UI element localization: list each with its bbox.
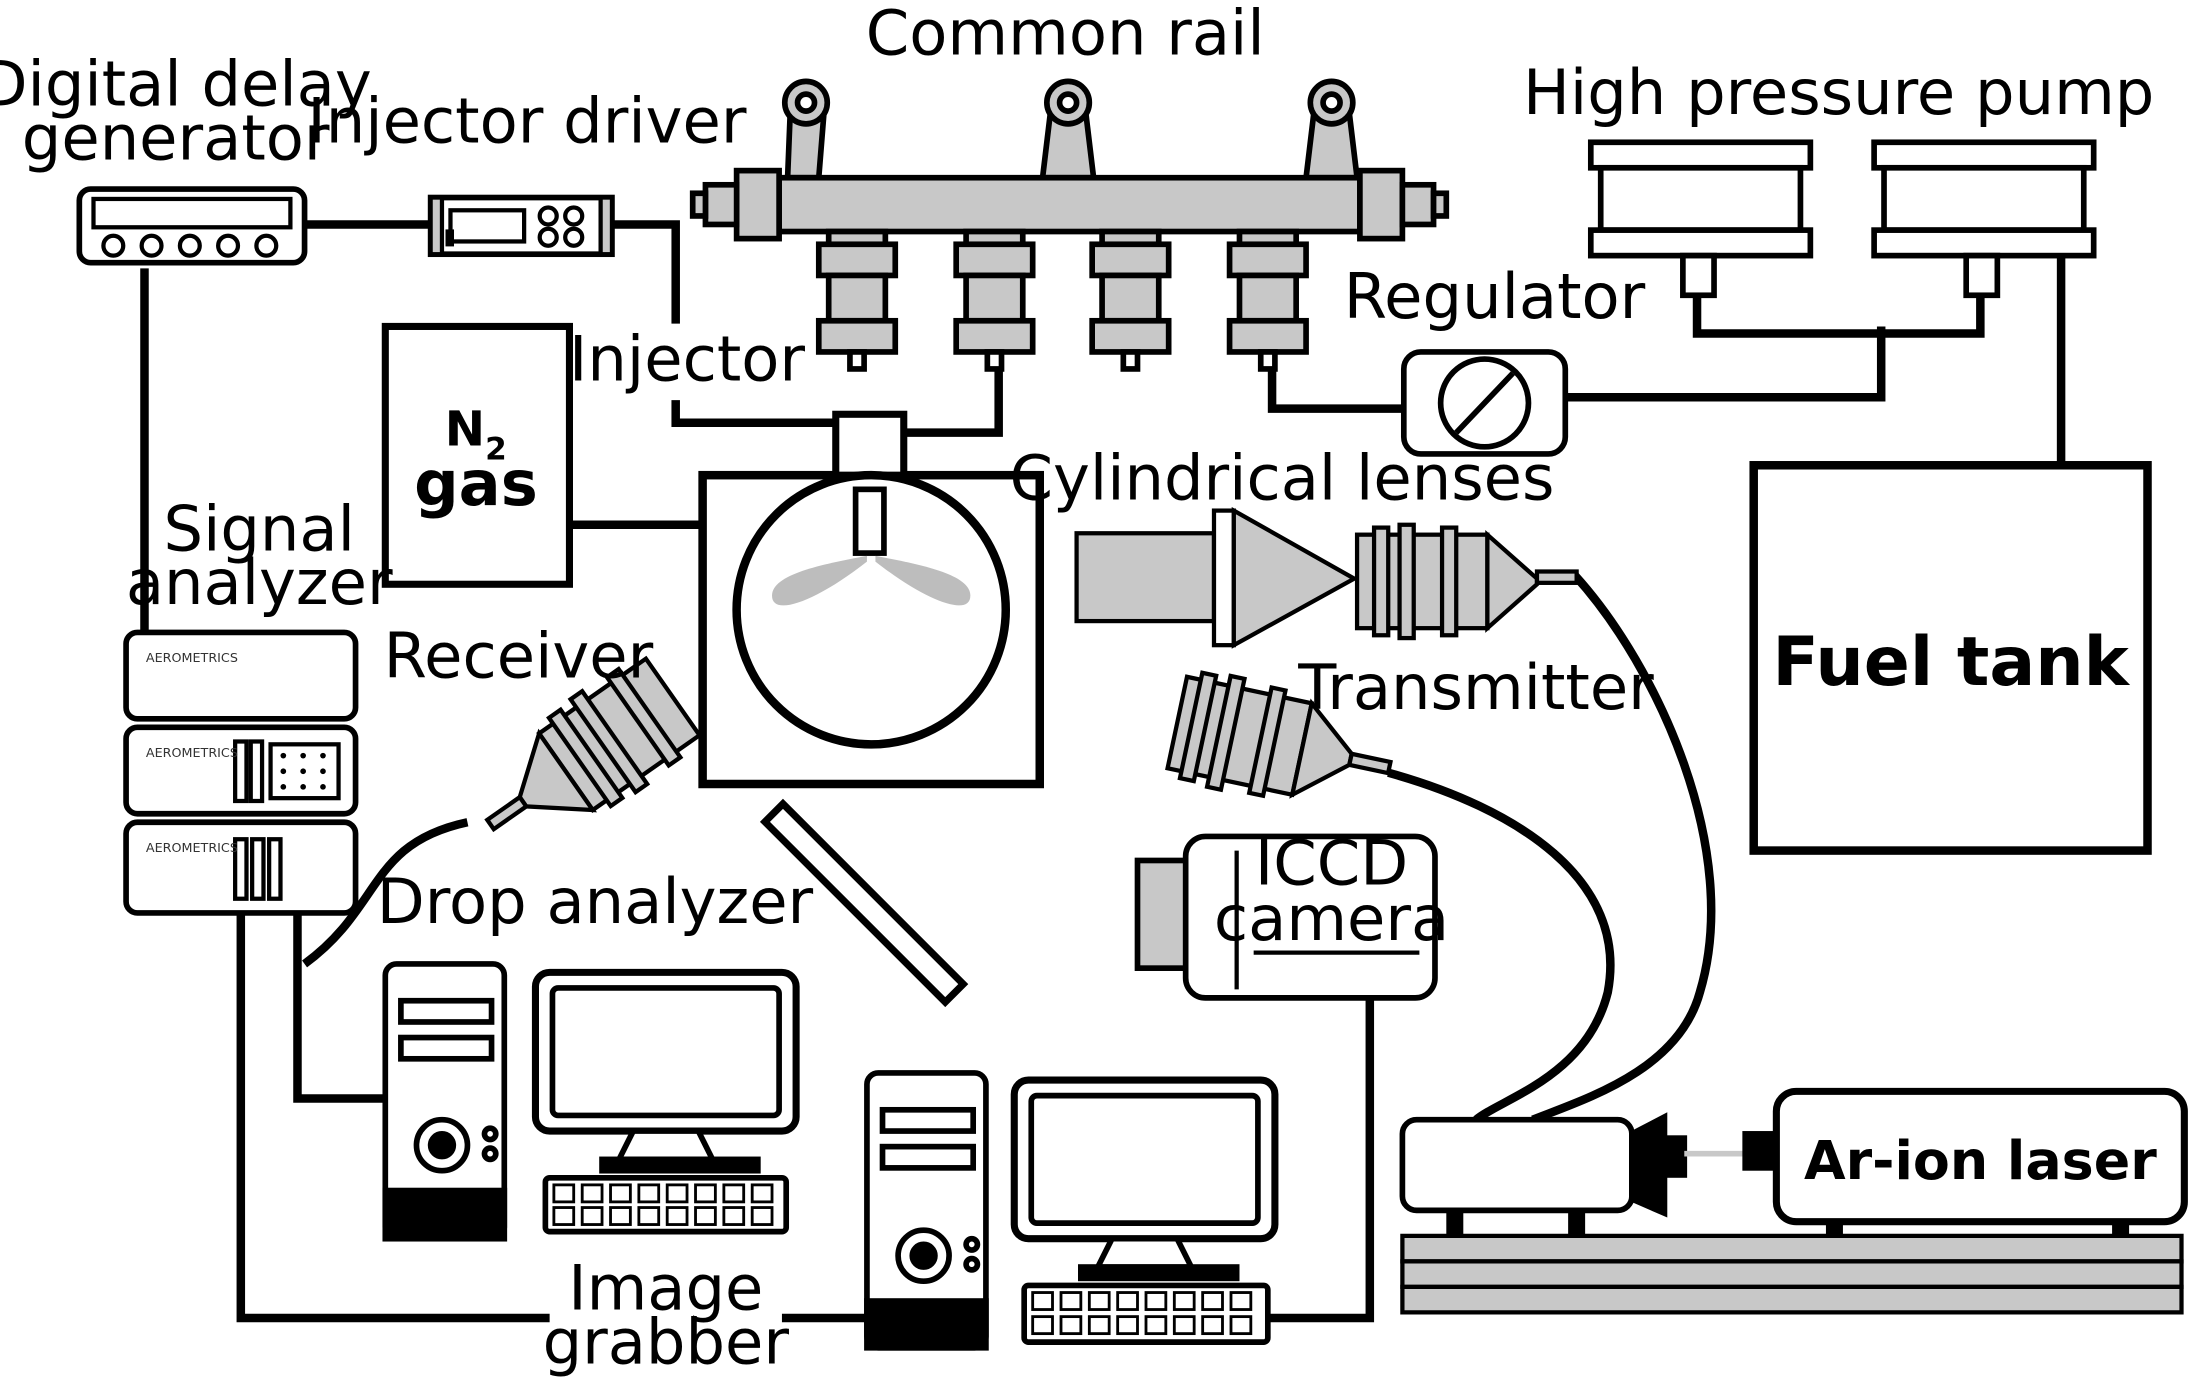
label-cylindrical-lenses: Cylindrical lenses	[1010, 441, 1555, 514]
label-transmitter: Transmitter	[1297, 651, 1654, 724]
mirror	[759, 798, 969, 1008]
label-digital-delay-line1: Digital delay	[0, 47, 372, 120]
label-regulator: Regulator	[1344, 260, 1646, 333]
label-image-grabber-line1: Image	[568, 1252, 763, 1325]
aerometrics-label-3: AEROMETRICS	[146, 841, 238, 856]
label-drop-analyzer: Drop analyzer	[377, 865, 814, 938]
regulator	[1400, 349, 1569, 457]
keyboard-keys-1	[552, 1183, 774, 1226]
label-ar-ion-laser: Ar-ion laser	[1804, 1129, 2157, 1192]
label-injector: Injector	[569, 322, 805, 395]
spray-chamber	[698, 410, 1045, 789]
receiver-cable	[302, 818, 469, 968]
cylindrical-lenses	[1074, 506, 1579, 649]
optical-bench	[1400, 1233, 2184, 1315]
digital-delay-generator	[76, 186, 308, 266]
fuel-tank	[1749, 461, 2152, 855]
label-image-grabber-line2: grabber	[543, 1305, 790, 1378]
injector-driver	[427, 194, 615, 258]
label-signal-analyzer-line2: analyzer	[126, 546, 393, 619]
ar-ion-laser	[1772, 1087, 2188, 1238]
label-gas: gas	[414, 447, 538, 520]
n2-gas-box	[381, 322, 573, 588]
iccd-camera	[1134, 833, 1438, 1001]
keyboard-keys-2	[1031, 1291, 1253, 1336]
label-n2-main: N	[445, 401, 485, 457]
label-digital-delay-line2: generator	[22, 101, 330, 174]
label-common-rail: Common rail	[866, 0, 1265, 69]
label-iccd-line2: camera	[1214, 882, 1449, 955]
receiver-probe	[484, 655, 703, 833]
drop-analyzer-computer	[382, 961, 800, 1242]
lens-cable	[1531, 572, 1716, 1124]
common-rail	[689, 78, 1450, 372]
signal-analyzer	[123, 629, 359, 916]
high-pressure-pump	[1587, 139, 2097, 299]
fuel-spray-plume	[772, 555, 971, 606]
transmitter-cable	[1387, 768, 1615, 1124]
label-n2-subscript: 2	[485, 432, 507, 468]
label-iccd-line1: ICCD	[1255, 827, 1408, 900]
label-high-pressure-pump: High pressure pump	[1523, 56, 2154, 129]
label-n2: N2	[445, 401, 507, 467]
label-receiver: Receiver	[384, 620, 654, 693]
label-signal-analyzer-line1: Signal	[164, 492, 355, 565]
aerometrics-label-1: AEROMETRICS	[146, 651, 238, 666]
transmitter-probe	[1165, 670, 1393, 799]
aerometrics-label-2: AEROMETRICS	[146, 746, 238, 761]
label-injector-driver: Injector driver	[307, 84, 746, 157]
label-fuel-tank: Fuel tank	[1772, 623, 2130, 702]
connection-lines	[140, 220, 2066, 1323]
laser-optics-unit	[1399, 1112, 1780, 1238]
